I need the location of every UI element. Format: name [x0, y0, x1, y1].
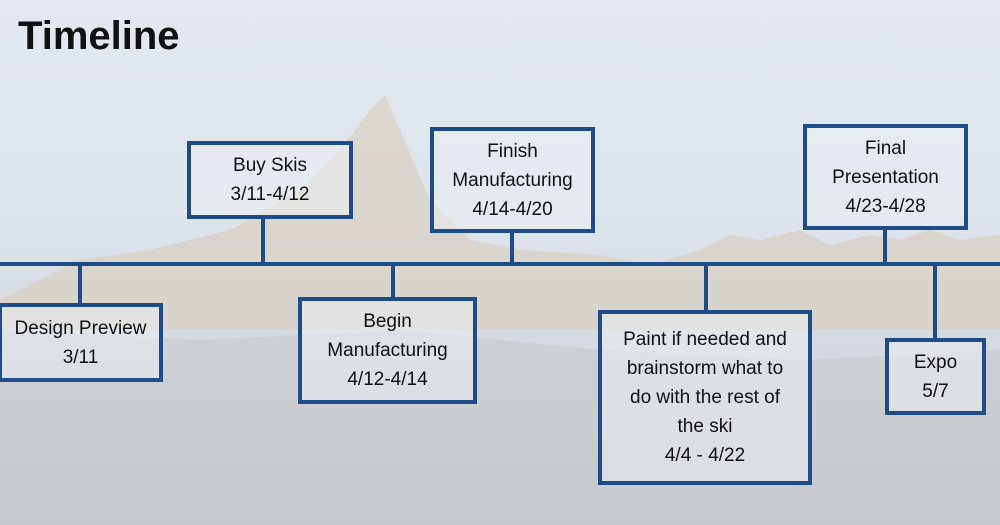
event-date: 3/11: [62, 346, 99, 368]
event-design-preview: Design Preview 3/11: [0, 303, 163, 382]
connector: [933, 264, 937, 340]
event-name: Finish Manufacturing: [452, 140, 573, 191]
connector: [883, 227, 887, 264]
event-expo: Expo 5/7: [885, 338, 986, 415]
connector: [510, 230, 514, 264]
event-finish-manufacturing: Finish Manufacturing 4/14-4/20: [430, 127, 595, 233]
connector: [391, 264, 395, 299]
event-date: 3/11-4/12: [230, 184, 310, 205]
timeline-axis: [0, 262, 1000, 266]
event-date: 5/7: [922, 380, 949, 402]
connector: [704, 264, 708, 312]
connector: [261, 216, 265, 264]
event-name: Design Preview: [14, 317, 147, 339]
event-date: 4/23-4/28: [845, 195, 926, 217]
event-paint-brainstorm: Paint if needed and brainstorm what to d…: [598, 310, 812, 485]
event-name: Expo: [913, 351, 958, 373]
event-name: Buy Skis: [233, 155, 307, 176]
event-date: 4/12-4/14: [347, 369, 428, 390]
event-final-presentation: Final Presentation 4/23-4/28: [803, 124, 968, 230]
event-name: Paint if needed and brainstorm what to d…: [623, 329, 787, 437]
event-date: 4/14-4/20: [472, 198, 553, 220]
event-name: Begin Manufacturing: [327, 311, 448, 361]
event-name: Final Presentation: [832, 137, 939, 188]
page-title: Timeline: [18, 14, 180, 58]
event-begin-manufacturing: Begin Manufacturing 4/12-4/14: [298, 297, 477, 404]
event-date: 4/4 - 4/22: [664, 445, 746, 466]
connector: [78, 264, 82, 305]
event-buy-skis: Buy Skis 3/11-4/12: [187, 141, 353, 219]
